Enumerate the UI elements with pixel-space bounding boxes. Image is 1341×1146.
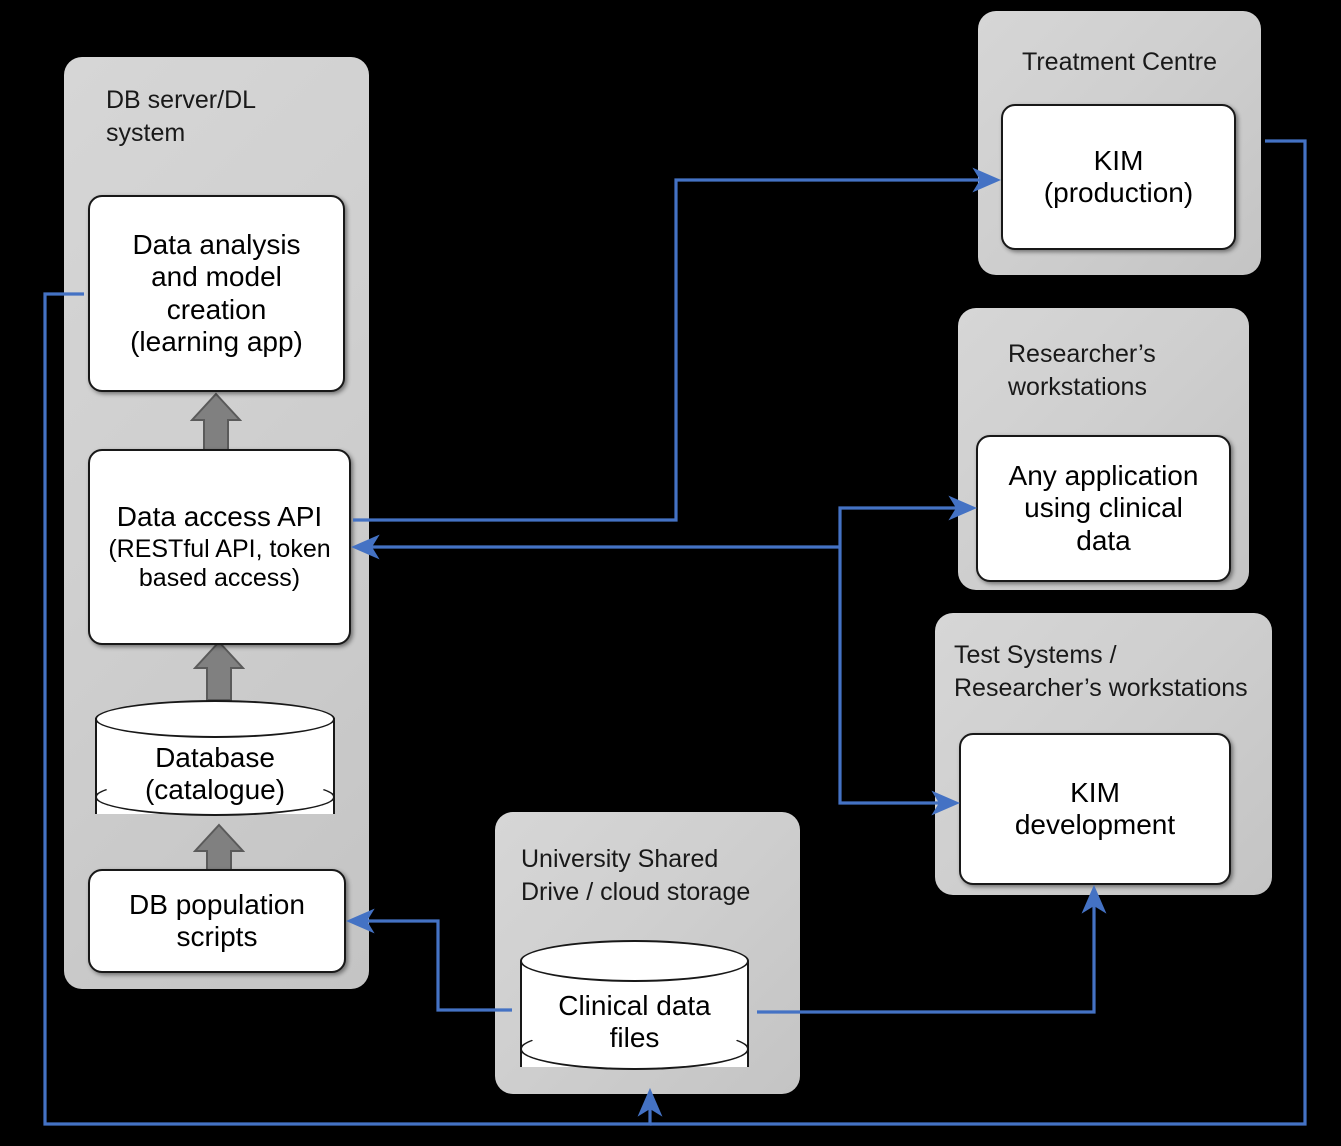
node-any-application-label: Any application using clinical data [1008,459,1199,556]
wire-clinical-files-to-db-population [345,908,512,1012]
node-database[interactable]: Database (catalogue) [95,700,335,832]
node-database-label: Database (catalogue) [144,742,286,806]
node-kim-development-label: KIM development [1014,776,1176,840]
wire-clinical-files-to-kim-development [757,884,1107,1014]
node-data-access-api[interactable]: Data access API (RESTful API, token base… [88,449,351,645]
group-db-server-title: DB server/DL system [106,86,257,147]
node-data-access-api-label: Data access API [116,500,323,532]
node-db-population-scripts[interactable]: DB population scripts [88,869,346,973]
node-kim-development[interactable]: KIM development [959,733,1231,885]
node-any-application[interactable]: Any application using clinical data [976,435,1231,582]
group-university-drive-title: University Shared Drive / cloud storage [521,845,751,906]
node-data-analysis-label: Data analysis and model creation (learni… [130,228,303,357]
node-kim-production-label: KIM (production) [1043,144,1194,208]
wire-api-to-kim-production [353,167,1002,522]
node-data-analysis[interactable]: Data analysis and model creation (learni… [88,195,345,392]
clinical-files-cylinder-top [520,940,749,982]
block-arrow-database-to-api [193,640,245,701]
node-clinical-data-files[interactable]: Clinical data files [520,940,749,1088]
group-test-systems-title: Test Systems / Researcher’s workstations [954,641,1248,702]
wire-api-to-any-application [838,495,978,547]
database-cylinder-top [95,700,335,738]
group-researcher-workstations-title: Researcher’s workstations [1008,340,1156,401]
node-clinical-data-files-label: Clinical data files [558,990,711,1054]
node-kim-production[interactable]: KIM (production) [1001,104,1236,250]
block-arrow-api-to-data-analysis [190,392,242,453]
group-treatment-centre-title: Treatment Centre [1022,48,1217,76]
node-db-population-scripts-label: DB population scripts [129,888,305,952]
node-data-access-api-sublabel: (RESTful API, token based access) [108,535,331,593]
